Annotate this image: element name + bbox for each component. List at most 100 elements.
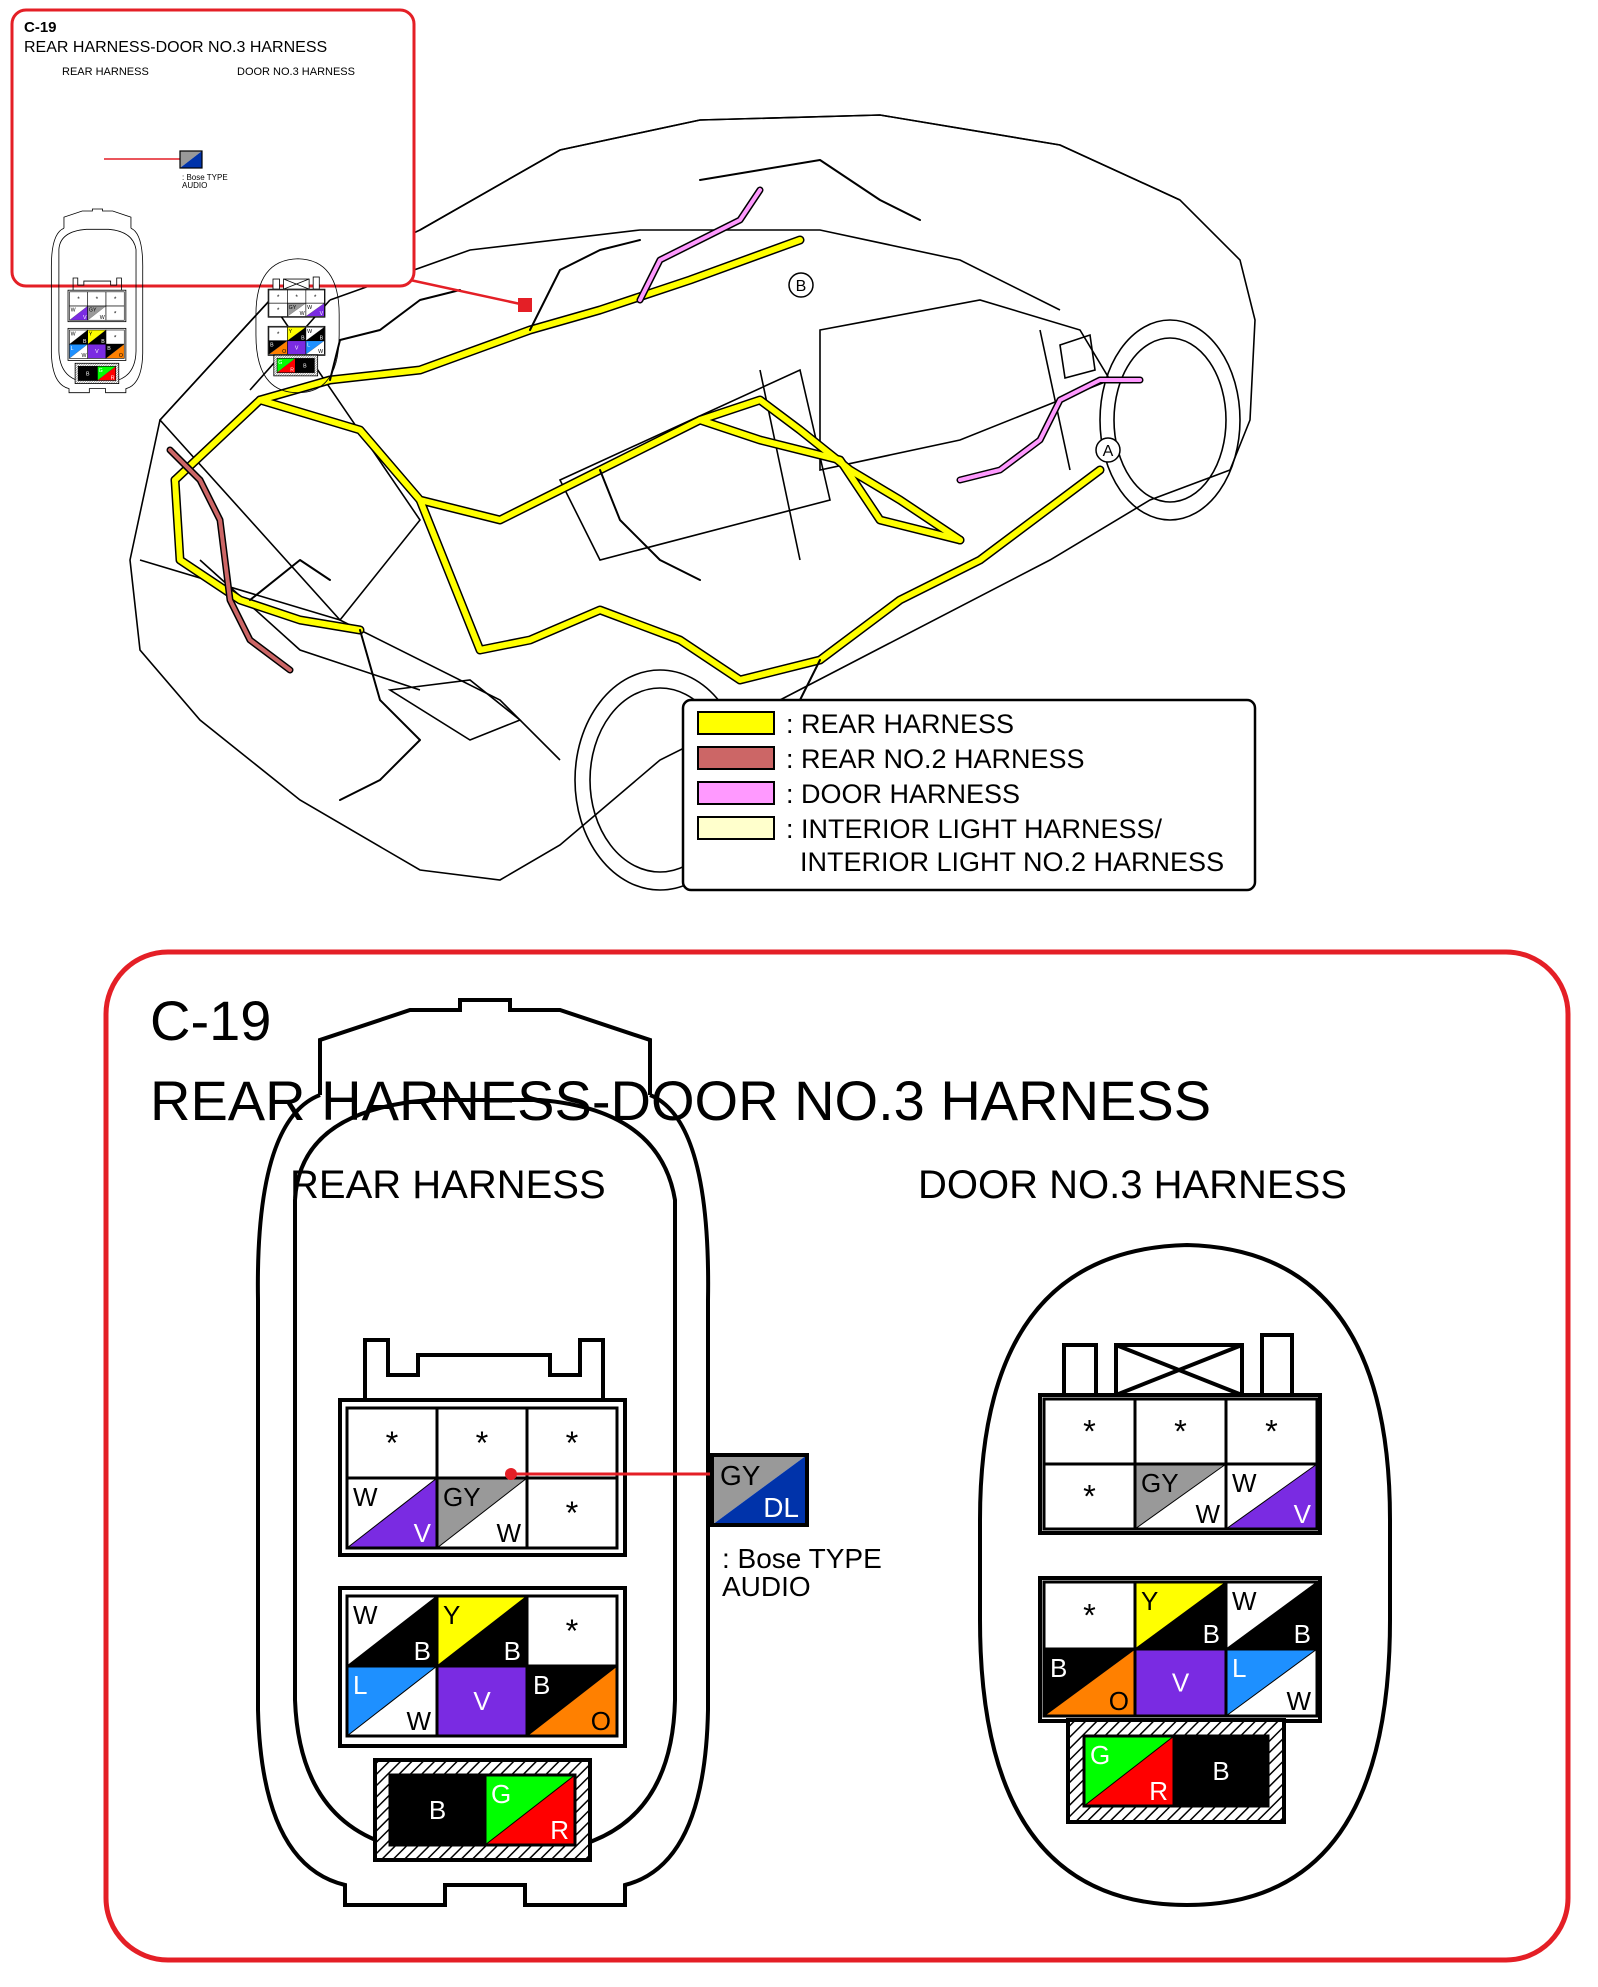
connector-pin: *	[268, 302, 288, 317]
connector-pin: *	[87, 291, 107, 307]
connector-pin: *	[305, 289, 325, 304]
wire-color-label: R	[290, 367, 294, 373]
wire-color-label: B	[301, 336, 305, 342]
connector-pin: B	[77, 366, 98, 381]
small-left-label: REAR HARNESS	[62, 66, 149, 78]
connector-pin: GR	[97, 366, 117, 381]
wire-color-label: W	[1232, 1468, 1257, 1498]
wire-color-label: V	[1294, 1499, 1312, 1529]
wire-color-label: B	[83, 339, 87, 345]
wire-color-label: V	[414, 1518, 432, 1548]
connector-pin: GR	[276, 358, 296, 373]
connector-callout-small: C-19 REAR HARNESS-DOOR NO.3 HARNESS REAR…	[10, 8, 416, 394]
connector-pin: *	[1224, 1397, 1319, 1466]
wire-color-label: W	[353, 1482, 378, 1512]
wire-color-label: B	[107, 346, 111, 352]
legend-label-continued: INTERIOR LIGHT NO.2 HARNESS	[800, 847, 1224, 877]
svg-text:A: A	[1103, 443, 1114, 460]
legend-item: : REAR HARNESS	[697, 709, 1014, 739]
empty-pin-marker: *	[566, 1495, 579, 1531]
legend-label: : DOOR HARNESS	[786, 779, 1020, 809]
wire-color-label: B	[270, 342, 274, 348]
connector-pin: B	[295, 358, 315, 373]
empty-pin-marker: *	[1083, 1478, 1096, 1514]
connector-pin: GR	[483, 1773, 577, 1847]
wire-color-label: V	[295, 345, 299, 351]
connector-pin: *	[268, 289, 288, 304]
connector-pin: WV	[69, 305, 89, 321]
connector-pin: *	[1042, 1397, 1137, 1466]
connector-pin: YB	[87, 329, 107, 345]
empty-pin-marker: *	[96, 296, 99, 303]
legend-label: : REAR HARNESS	[786, 709, 1014, 739]
connector-pin: WB	[1224, 1580, 1319, 1651]
connector-pin: *	[1042, 1580, 1137, 1651]
empty-pin-marker: *	[77, 296, 80, 303]
connector-pin: GR	[1082, 1734, 1176, 1808]
connector-pin: WV	[305, 302, 325, 317]
connector-pin: *	[1042, 1462, 1137, 1531]
wire-color-label: L	[1232, 1653, 1246, 1683]
connector-pin: *	[525, 1594, 619, 1668]
wire-color-label: W	[307, 305, 312, 311]
connector-pin: GYW	[287, 302, 307, 317]
wire-color-label: B	[1294, 1619, 1311, 1649]
bose-note-line1: : Bose TYPE	[722, 1543, 882, 1574]
connector-pin: *	[1133, 1397, 1228, 1466]
wire-color-label: Y	[1141, 1586, 1158, 1616]
empty-pin-marker: *	[1083, 1413, 1096, 1449]
wire-color-label: W	[496, 1518, 521, 1548]
connector-pin: *	[105, 291, 125, 307]
connector-pin: *	[268, 326, 288, 342]
legend-swatch	[697, 781, 775, 805]
wire-color-label: W	[82, 353, 87, 359]
small-bose-note-line1: : Bose TYPE	[182, 173, 228, 182]
wire-color-label: L	[353, 1670, 367, 1700]
wire-color-label: B	[101, 339, 105, 345]
empty-pin-marker: *	[295, 294, 298, 301]
wire-color-label: V	[1172, 1668, 1190, 1698]
connector-pin: YB	[435, 1594, 529, 1668]
wire-color-label: B	[303, 363, 307, 369]
small-connector-id: C-19	[24, 19, 57, 36]
wire-color-label: B	[504, 1636, 521, 1666]
wire-color-label: GY	[89, 308, 97, 314]
empty-pin-marker: *	[566, 1613, 579, 1649]
wire-color-label: G	[278, 360, 282, 366]
wire-color-label: B	[414, 1636, 431, 1666]
vehicle-illustration	[129, 114, 1256, 891]
connector-pin: *	[105, 329, 125, 345]
wire-color-label: R	[1149, 1776, 1168, 1806]
bose-link-dot	[505, 1468, 517, 1480]
wire-color-label: B	[533, 1670, 550, 1700]
empty-pin-marker: *	[386, 1425, 399, 1461]
wire-color-label: G	[99, 368, 103, 374]
connector-pin: WB	[345, 1594, 439, 1668]
connector-pin: BO	[268, 340, 288, 355]
connector-pin: BO	[525, 1664, 619, 1738]
wire-color-label: G	[1090, 1740, 1110, 1770]
wire-color-label: W	[71, 332, 76, 338]
legend-swatch	[697, 816, 775, 840]
empty-pin-marker: *	[1083, 1597, 1096, 1633]
connector-pin: V	[287, 340, 307, 355]
empty-pin-marker: *	[277, 331, 280, 338]
wire-color-label: Y	[443, 1600, 460, 1630]
connector-callout-large: C-19 REAR HARNESS-DOOR NO.3 HARNESS REAR…	[103, 949, 1571, 1963]
connector-pin: V	[435, 1664, 529, 1738]
wire-color-label: W	[1195, 1499, 1220, 1529]
empty-pin-marker: *	[476, 1425, 489, 1461]
wire-color-label: R	[111, 375, 115, 381]
wire-color-label: O	[591, 1706, 611, 1736]
wire-color-label: V	[83, 315, 87, 321]
bose-wire-bottom-label: DL	[763, 1492, 799, 1523]
wire-color-label: W	[1232, 1586, 1257, 1616]
wire-color-label: W	[406, 1706, 431, 1736]
connector-pin: WV	[1224, 1462, 1319, 1531]
empty-pin-marker: *	[1265, 1413, 1278, 1449]
small-bose-note-line2: AUDIO	[182, 181, 207, 190]
